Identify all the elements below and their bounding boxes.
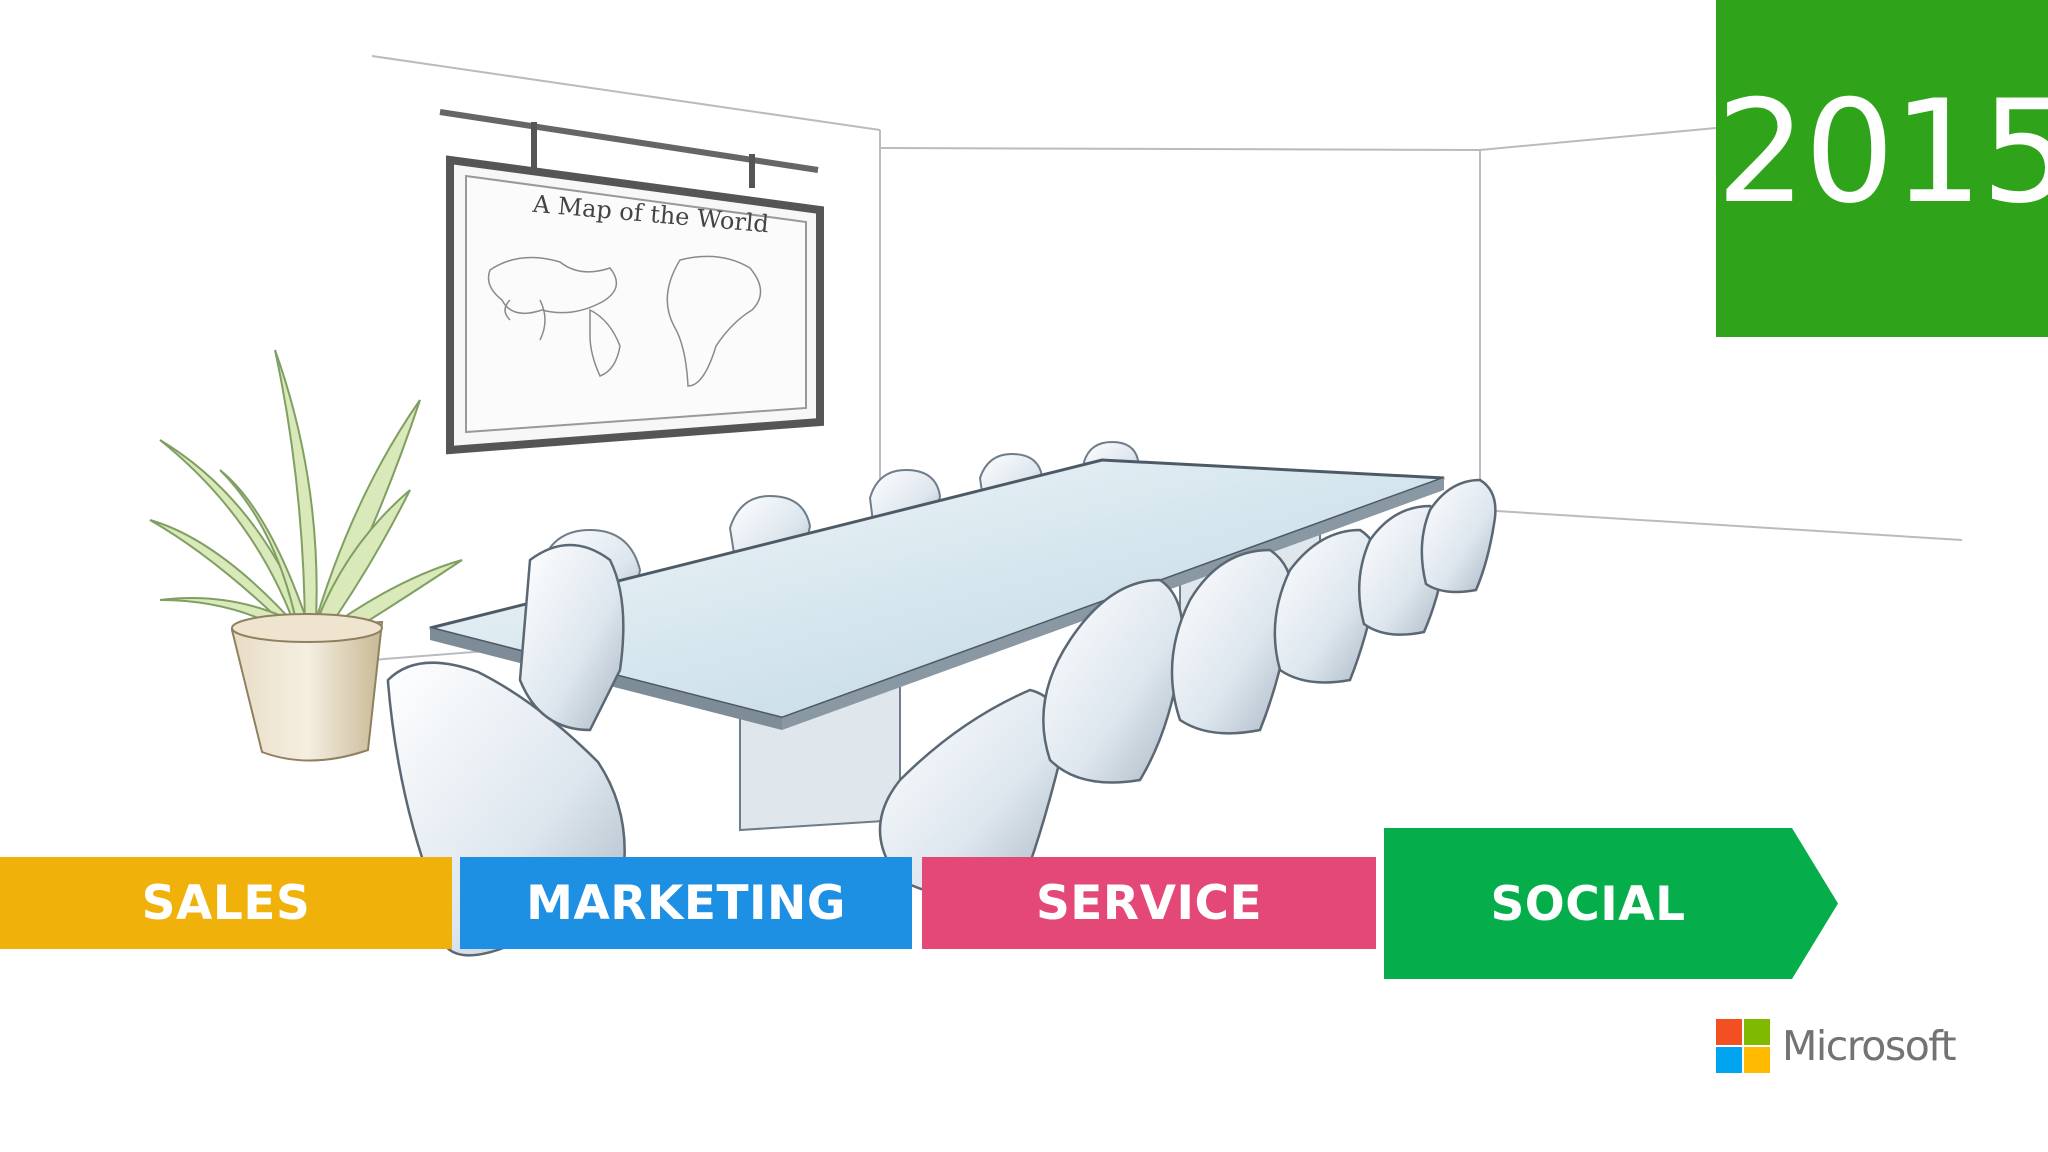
stage-marketing-label: MARKETING (526, 875, 846, 931)
potted-plant (149, 349, 463, 762)
year-badge: 2015 (1716, 0, 2048, 337)
microsoft-wordmark: Microsoft (1782, 1022, 1957, 1070)
stage-social-arrow: SOCIAL (1384, 828, 1838, 979)
stage-marketing: MARKETING (460, 857, 912, 949)
wall-map: A Map of the World (439, 109, 824, 455)
microsoft-windows-icon (1716, 1019, 1770, 1073)
stage-sales: SALES (0, 857, 452, 949)
microsoft-logo: Microsoft (1716, 1018, 1978, 1074)
stage-service: SERVICE (922, 857, 1376, 949)
front-chairs (386, 478, 1497, 957)
stage-service-label: SERVICE (1035, 875, 1263, 931)
year-label: 2015 (1716, 70, 2048, 235)
stage-sales-label: SALES (141, 875, 311, 931)
stage-social-label: SOCIAL (1490, 877, 1686, 932)
